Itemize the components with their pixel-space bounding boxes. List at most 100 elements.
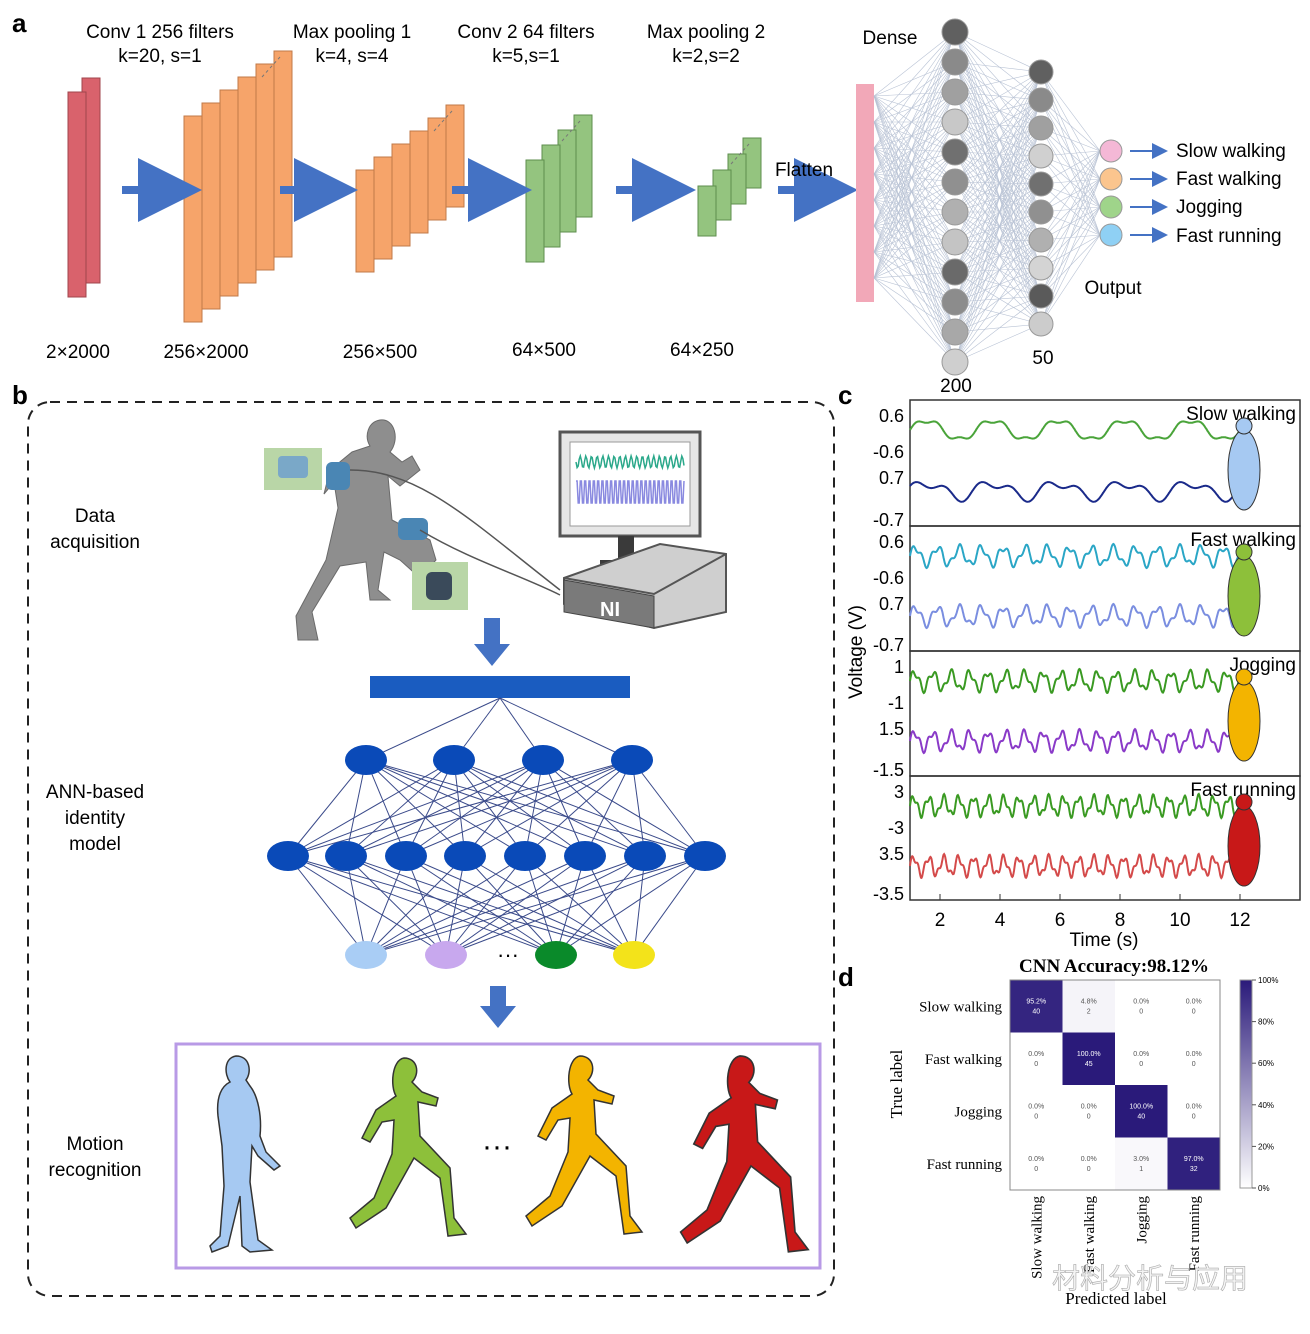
edge-dense-hidden [954,61,1042,185]
edge-dense-hidden [954,99,1042,243]
stage-4-title: Max pooling 2 [647,22,765,43]
device-label: NI [600,599,620,621]
edge-dense-hidden [954,211,1042,303]
conv1-map-dots [261,56,281,78]
edge-dense-hidden [954,211,1042,243]
signal-xtick: 12 [1229,910,1250,931]
edge-flat-dense [873,173,956,183]
edge-dense-hidden [954,295,1042,363]
ann-edge [584,759,633,857]
edge-flat-dense [873,61,956,123]
ann-edge [365,759,706,857]
edge-flat-dense [873,95,956,213]
class-node-fast-running [1099,223,1123,247]
edge-flat-dense [873,251,956,333]
ann-node-output [425,941,467,969]
colorbar-tick: 20% [1258,1142,1274,1151]
signal-series [909,602,1240,630]
hidden-neuron [1028,255,1054,281]
signal-series [909,481,1241,503]
ann-edge [287,759,455,857]
signal-xtick: 2 [935,910,946,931]
confusion-cell [1167,1085,1220,1138]
dense-neuron [941,78,969,106]
edge-flat-dense [873,173,956,273]
edge-flat-dense [873,31,956,123]
row-data-acq-line1: Data [75,506,116,527]
edge-dense-hidden [954,99,1042,183]
conv2-map-1 [541,144,561,248]
signal-series [909,420,1241,440]
confusion-cell [1010,1085,1063,1138]
edge-dense-hidden [954,31,1042,325]
edge-flat-dense [873,91,956,227]
signal-panel-title: Slow walking [1186,404,1296,425]
confusion-frame [1009,979,1221,1191]
signal-series [909,542,1240,570]
edge-flat-dense [873,95,956,243]
edge-flat-dense [873,147,956,333]
panel-b-letter: b [12,380,28,410]
edge-dense-hidden [954,71,1042,183]
edge-dense-hidden [954,121,1042,241]
signal-ytick: 3 [894,782,904,802]
edge-flat-dense [873,173,956,333]
stage-2-params: k=4, s=4 [316,46,389,67]
confusion-cell [1167,1137,1220,1190]
signal-xtick: 6 [1055,910,1066,931]
edge-dense-hidden [954,301,1042,325]
confusion-cell-count: 0 [1034,1113,1038,1120]
ann-edge [345,759,455,857]
panel-b: b Data acquisition ANN-based identity mo… [12,380,835,1297]
edge-dense-hidden [954,211,1042,273]
conv1-map-2 [219,89,239,297]
pool2-map-dots [730,143,750,165]
edge-flat-dense [873,277,956,333]
edge-dense-hidden [954,31,1042,213]
hidden-neuron [1028,283,1054,309]
edge-dense-hidden [954,71,1042,213]
ann-edge [345,855,367,956]
edge-dense-hidden [954,151,1042,325]
edge-flat-dense [873,147,956,153]
confusion-cell-count: 45 [1085,1061,1093,1068]
dense-neuron [941,138,969,166]
signal-xtick: 4 [995,910,1006,931]
edge-hidden-output [1040,206,1101,325]
dim-conv1: 256×2000 [163,342,248,363]
edge-dense-hidden [954,91,1042,157]
edge-flat-dense [873,121,956,243]
edge-flat-dense [873,91,956,175]
edge-dense-hidden [954,271,1042,325]
edge-hidden-output [1040,234,1101,325]
edge-flat-dense [873,61,956,279]
edge-dense-hidden [954,71,1042,243]
confusion-cell [1010,980,1063,1033]
hidden-neuron [1028,199,1054,225]
edge-dense-hidden [954,61,1042,241]
edge-flat-dense [873,225,956,333]
edge-flat-dense [873,61,956,201]
ann-edge [365,759,407,857]
edge-dense-hidden [954,183,1042,243]
edge-dense-hidden [954,91,1042,297]
confusion-cell-pct: 0.0% [1186,1051,1202,1058]
ann-edge [464,855,557,956]
confusion-col-label: Fast running [1187,1196,1203,1272]
confusion-title: CNN Accuracy:98.12% [1019,956,1209,977]
ann-edge [365,855,706,956]
confusion-cell [1167,1032,1220,1085]
edge-dense-hidden [954,181,1042,213]
edge-flat-dense [873,151,956,253]
input-layer [67,77,101,298]
edge-dense-hidden [954,127,1042,303]
confusion-xlabel: Predicted label [1065,1289,1167,1308]
ann-node-mid [444,841,486,871]
panel-b-frame [27,401,835,1297]
edge-dense-hidden [954,181,1042,269]
edge-dense-hidden [954,71,1042,363]
dense-neuron [941,348,969,376]
edge-dense-hidden [954,155,1042,243]
edge-flat-dense [873,95,956,303]
